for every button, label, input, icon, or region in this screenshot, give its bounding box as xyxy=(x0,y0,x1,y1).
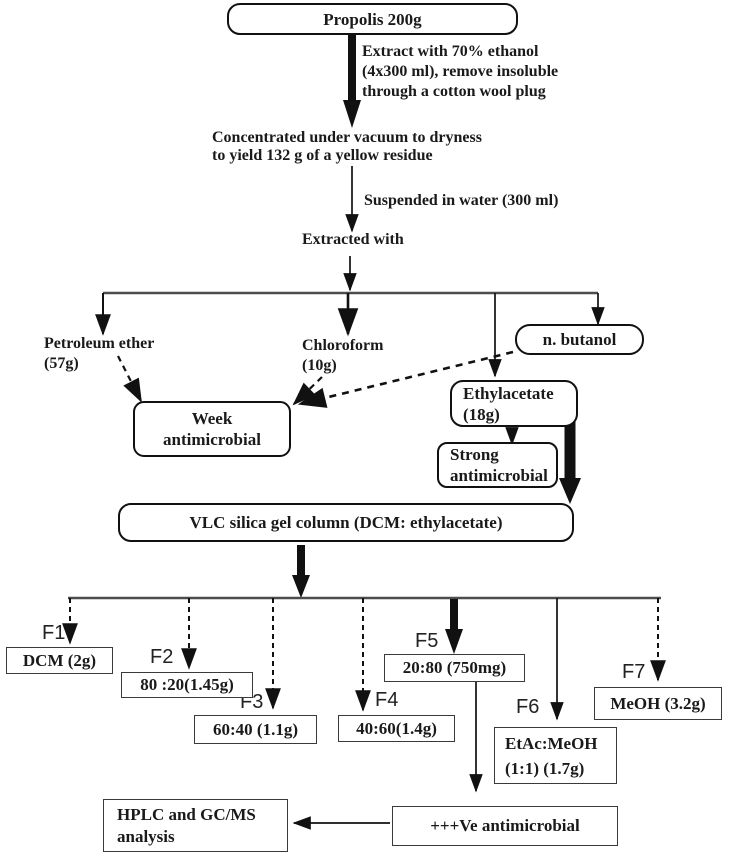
dashed-nbutanol-week xyxy=(297,350,514,408)
fraction-f6-value-line2: (1:1) (1.7g) xyxy=(505,758,585,778)
extract-note: Extract with 70% ethanol (4x300 ml), rem… xyxy=(362,42,558,102)
fraction-label-f4: F4 xyxy=(375,689,399,711)
concentrated-line2: to yield 132 g of a yellow residue xyxy=(212,147,433,164)
strong-antimicrobial-box: Strong antimicrobial xyxy=(437,442,558,488)
extract-note-line2: (4x300 ml), remove insoluble xyxy=(362,63,559,80)
extract-note-line3: through a cotton wool plug xyxy=(362,83,546,100)
dashed-petroleum-week xyxy=(117,355,142,403)
fraction-box-f4: 40:60(1.4g) xyxy=(338,715,455,742)
extract-note-line1: Extract with 70% ethanol xyxy=(362,43,539,60)
fraction-label-f2: F2 xyxy=(150,646,174,668)
positive-antimicrobial-label: +++Ve antimicrobial xyxy=(430,816,580,835)
hplc-analysis-box: HPLC and GC/MS analysis xyxy=(103,799,288,852)
propolis-label: Propolis 200g xyxy=(323,9,422,29)
concentrated-note: Concentrated under vacuum to dryness to … xyxy=(212,129,482,165)
suspended-note: Suspended in water (300 ml) xyxy=(364,192,559,209)
arrow-propolis-extract xyxy=(343,35,361,128)
fraction-label-f6: F6 xyxy=(516,696,540,718)
chloroform-line2: (10g) xyxy=(302,357,337,374)
fraction-box-f3: 60:40 (1.1g) xyxy=(194,715,317,744)
week-label-line2: antimicrobial xyxy=(163,430,261,449)
positive-antimicrobial-box: +++Ve antimicrobial xyxy=(392,806,618,846)
petroleum-ether-label: Petroleum ether (57g) xyxy=(44,334,154,374)
fraction-f7-value: MeOH (3.2g) xyxy=(610,693,706,713)
fraction-f3-value: 60:40 (1.1g) xyxy=(213,719,298,739)
n-butanol-label: n. butanol xyxy=(542,330,617,349)
fraction-label-f7: F7 xyxy=(622,661,646,683)
concentrated-line1: Concentrated under vacuum to dryness xyxy=(212,129,482,146)
fraction-label-f1: F1 xyxy=(42,622,66,644)
strong-label-line2: antimicrobial xyxy=(450,466,548,485)
fraction-box-f2: 80 :20(1.45g) xyxy=(121,672,253,698)
fraction-label-f5: F5 xyxy=(415,630,439,652)
fraction-f6-value-line1: EtAc:MeOH xyxy=(505,733,598,753)
fraction-f4-value: 40:60(1.4g) xyxy=(356,718,437,738)
ethylacetate-box: Ethylacetate (18g) xyxy=(450,380,578,427)
extracted-with-note: Extracted with xyxy=(302,231,404,248)
fraction-f2-value: 80 :20(1.45g) xyxy=(140,675,234,694)
fraction-box-f7: MeOH (3.2g) xyxy=(594,687,722,720)
n-butanol-box: n. butanol xyxy=(515,324,644,355)
ethylacetate-label-line2: (18g) xyxy=(463,404,500,424)
ethylacetate-label-line1: Ethylacetate xyxy=(463,383,554,403)
strong-label-line1: Strong xyxy=(450,445,499,464)
fraction-f5-value: 20:80 (750mg) xyxy=(402,658,507,677)
fraction-box-f1: DCM (2g) xyxy=(6,647,113,674)
arrow-vlc-fractions xyxy=(292,545,310,598)
hplc-label-line2: analysis xyxy=(117,826,175,846)
chloroform-label: Chloroform (10g) xyxy=(302,336,383,376)
fraction-box-f5: 20:80 (750mg) xyxy=(384,654,525,682)
hplc-label-line1: HPLC and GC/MS xyxy=(117,804,256,824)
week-antimicrobial-box: Week antimicrobial xyxy=(133,401,291,457)
fraction-f1-value: DCM (2g) xyxy=(22,650,97,670)
fraction-box-f6: EtAc:MeOH (1:1) (1.7g) xyxy=(494,727,617,784)
vlc-label: VLC silica gel column (DCM: ethylacetate… xyxy=(189,513,503,532)
arrow-f5-thick xyxy=(445,599,463,654)
vlc-column-box: VLC silica gel column (DCM: ethylacetate… xyxy=(118,503,574,542)
week-label-line1: Week xyxy=(191,409,233,428)
petroleum-line1: Petroleum ether xyxy=(44,335,155,352)
petroleum-line2: (57g) xyxy=(44,355,79,372)
chloroform-line1: Chloroform xyxy=(302,337,384,354)
arrow-ethylacetate-vlc xyxy=(559,420,581,504)
propolis-box: Propolis 200g xyxy=(227,3,518,35)
